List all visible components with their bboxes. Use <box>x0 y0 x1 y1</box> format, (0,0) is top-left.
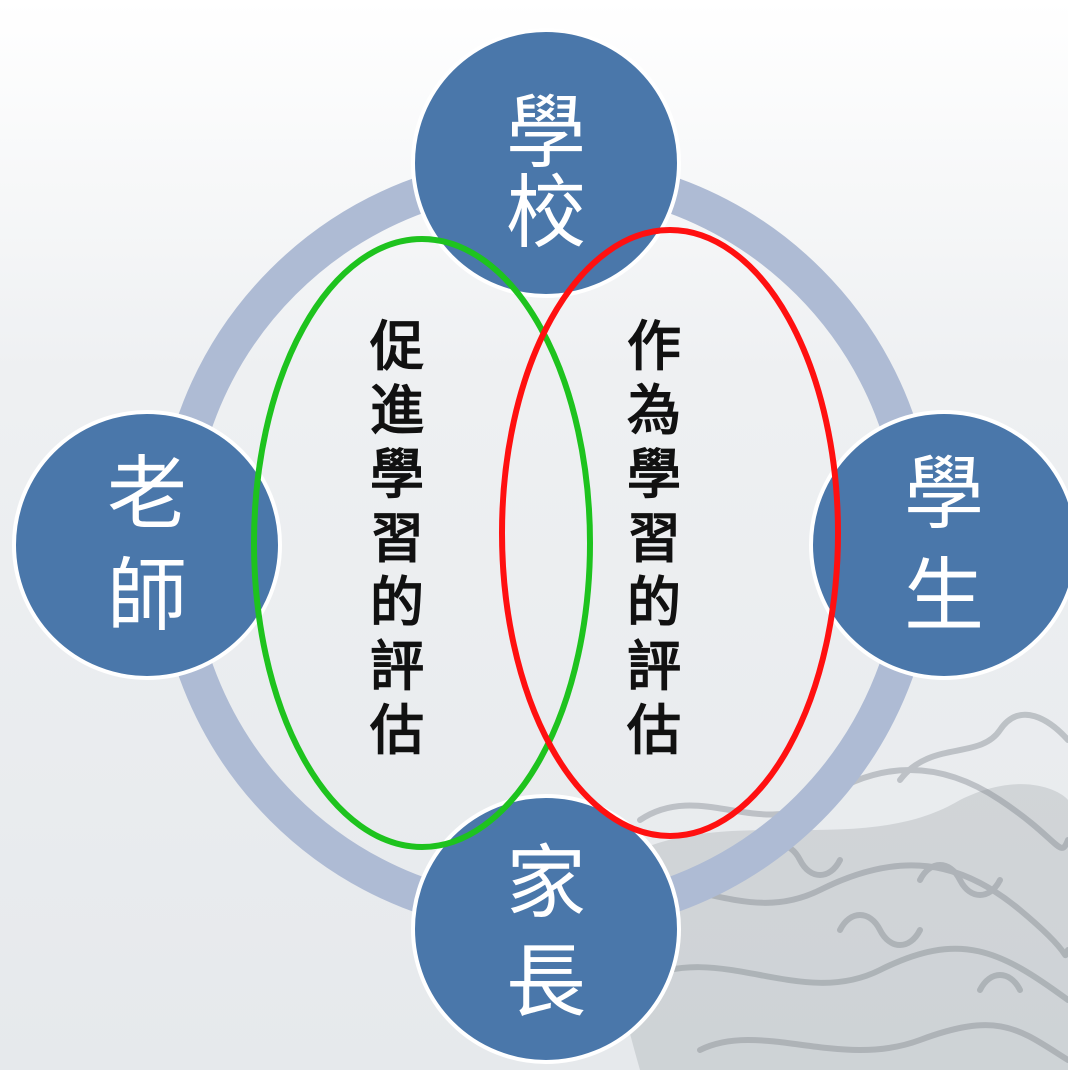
node-school-label-2: 校 <box>506 167 586 260</box>
oval-for-learning-char-2: 進 <box>370 378 424 442</box>
oval-for-learning-char-7: 估 <box>369 698 424 762</box>
node-parent: 家 長 <box>411 794 681 1064</box>
oval-for-learning-char-6: 評 <box>370 634 424 698</box>
oval-for-learning-char-3: 學 <box>370 442 424 506</box>
node-student-label-2: 生 <box>904 550 984 643</box>
node-teacher-label-1: 老 <box>107 448 187 541</box>
node-teacher-circle <box>12 410 282 680</box>
oval-as-learning-char-5: 的 <box>627 570 681 634</box>
node-parent-label-2: 長 <box>506 936 586 1029</box>
oval-as-learning-char-2: 為 <box>627 378 681 442</box>
node-school-label-1: 學 <box>506 87 586 180</box>
node-student-circle <box>809 410 1068 680</box>
oval-as-learning-text: 作 為 學 習 的 評 估 <box>626 314 681 762</box>
node-teacher-label-2: 師 <box>107 550 187 643</box>
oval-for-learning-char-5: 的 <box>370 570 424 634</box>
oval-as-learning-char-6: 評 <box>627 634 681 698</box>
node-student-label-1: 學 <box>904 448 984 541</box>
node-parent-circle <box>411 794 681 1064</box>
node-school-circle <box>411 28 681 298</box>
node-parent-label-1: 家 <box>506 837 586 930</box>
oval-for-learning-char-4: 習 <box>370 506 424 570</box>
node-teacher: 老 師 <box>12 410 282 680</box>
oval-for-learning <box>251 236 593 850</box>
oval-as-learning <box>499 227 841 839</box>
node-student: 學 生 <box>809 410 1068 680</box>
oval-as-learning-char-3: 學 <box>627 442 681 506</box>
oval-as-learning-char-7: 估 <box>626 698 681 762</box>
oval-for-learning-text: 促 進 學 習 的 評 估 <box>369 314 424 762</box>
oval-as-learning-char-4: 習 <box>627 506 681 570</box>
oval-for-learning-char-1: 促 <box>369 314 424 378</box>
oval-as-learning-char-1: 作 <box>627 314 681 378</box>
node-school: 學 校 <box>411 28 681 298</box>
